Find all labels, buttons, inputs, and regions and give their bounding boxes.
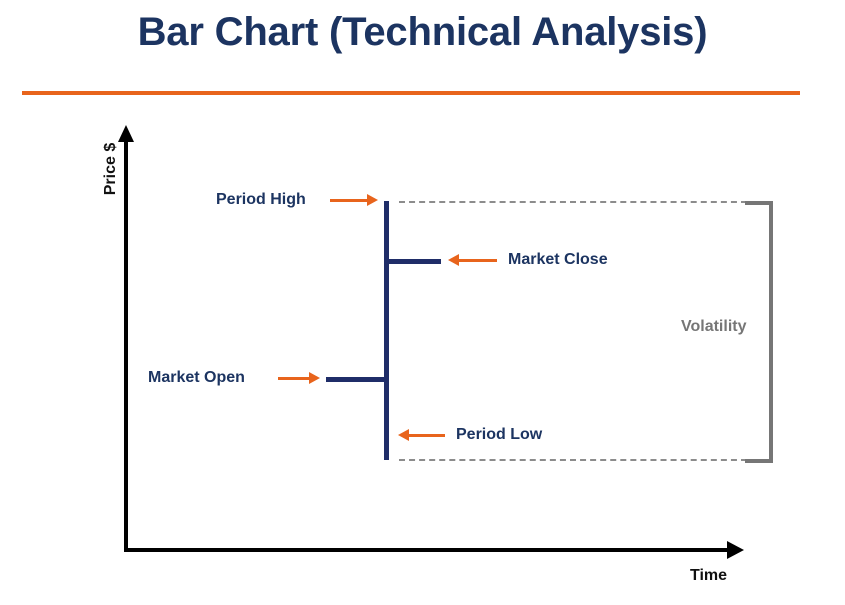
y-axis-arrow-icon — [118, 125, 134, 142]
market-open-arrow-shaft — [278, 377, 310, 380]
period-low-label: Period Low — [456, 426, 543, 443]
ohlc-close-tick — [384, 259, 441, 264]
title-divider — [22, 91, 800, 95]
ohlc-high-low-bar — [384, 201, 389, 460]
market-close-arrow-shaft — [459, 259, 497, 262]
period-low-arrow-shaft — [409, 434, 445, 437]
period-high-arrow-icon — [367, 194, 378, 206]
y-axis-line — [124, 140, 128, 552]
market-open-label: Market Open — [148, 369, 245, 386]
period-low-arrow-icon — [398, 429, 409, 441]
market-close-label: Market Close — [508, 251, 608, 268]
volatility-bracket-top-cap — [745, 201, 773, 205]
period-high-arrow-shaft — [330, 199, 368, 202]
market-open-arrow-icon — [309, 372, 320, 384]
market-close-arrow-icon — [448, 254, 459, 266]
volatility-bracket-bottom-cap — [745, 459, 773, 463]
period-high-label: Period High — [216, 191, 306, 208]
high-guide-line — [399, 201, 747, 203]
page-title: Bar Chart (Technical Analysis) — [137, 10, 708, 54]
x-axis-arrow-icon — [727, 541, 744, 559]
y-axis-label: Price $ — [102, 142, 119, 196]
volatility-label: Volatility — [681, 318, 747, 335]
ohlc-open-tick — [326, 377, 388, 382]
volatility-bracket-spine — [769, 201, 773, 463]
low-guide-line — [399, 459, 747, 461]
x-axis-label: Time — [690, 567, 728, 584]
x-axis-line — [124, 548, 730, 552]
ohlc-chart: Price $ Time Volatility Period High Mark… — [0, 110, 845, 605]
